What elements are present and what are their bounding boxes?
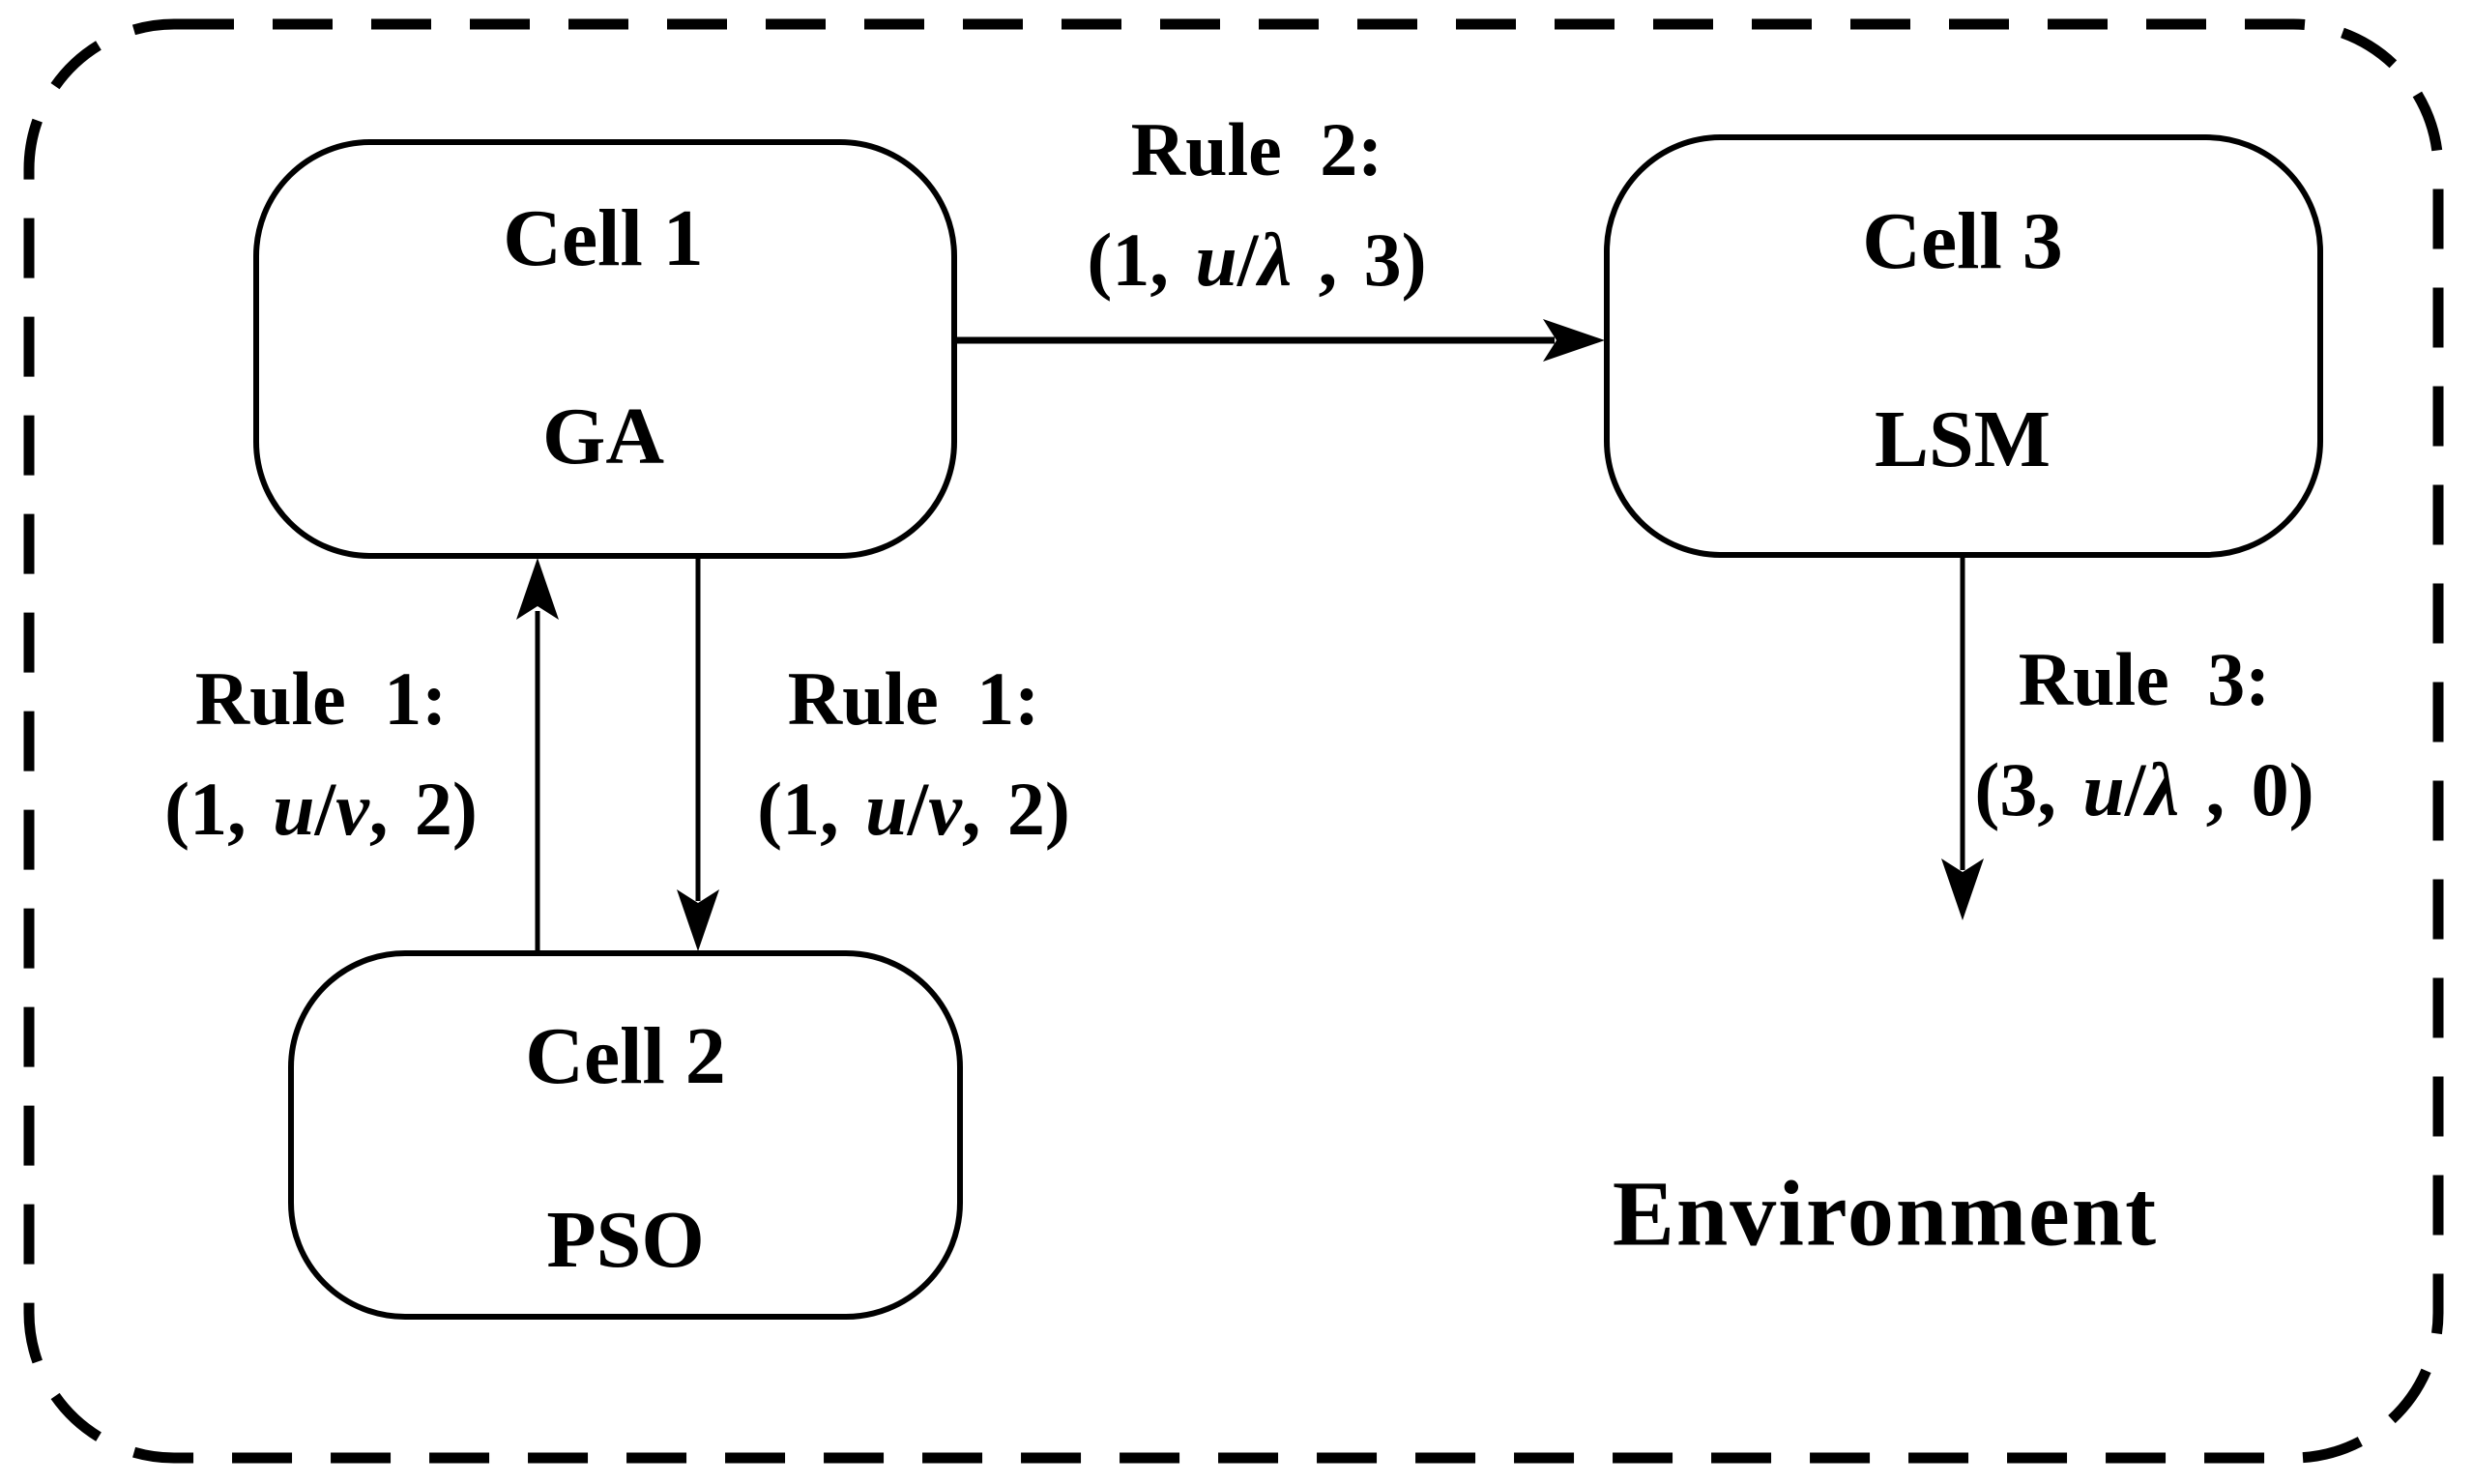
cell3-shape	[1604, 134, 2323, 558]
cell1-shape	[253, 139, 957, 559]
formula-slash: /	[314, 767, 336, 851]
formula-close: , 0)	[2179, 747, 2314, 831]
rule3-formula: (3, u/λ , 0)	[1974, 735, 2313, 845]
arrow-cell1-to-cell2	[677, 558, 719, 951]
rule2-title: Rule 2:	[1130, 107, 1383, 191]
formula-numerator: u	[865, 767, 908, 851]
formula-open: (1,	[757, 767, 866, 851]
cell2-shape	[288, 950, 963, 1320]
formula-close: , 3)	[1292, 218, 1427, 302]
rule3-title: Rule 3:	[2018, 637, 2271, 721]
formula-close: , 2)	[961, 767, 1070, 851]
cell2-algorithm: PSO	[546, 1195, 705, 1285]
cell3-title: Cell 3	[1862, 196, 2063, 286]
formula-denominator: v	[335, 767, 369, 851]
cell3-algorithm: LSM	[1874, 394, 2051, 484]
cell1-title: Cell 1	[503, 193, 704, 283]
cell2-title: Cell 2	[525, 1011, 726, 1101]
rule2-formula: (1, u/λ , 3)	[1087, 205, 1426, 315]
arrow-down-head-icon	[1941, 858, 1984, 920]
formula-numerator: u	[2082, 747, 2125, 831]
rule1-right-title: Rule 1:	[787, 656, 1040, 741]
rule1-left-label: Rule 1: (1, u/v, 2)	[164, 644, 478, 864]
formula-denominator: λ	[2145, 747, 2180, 831]
rule1-left-formula: (1, u/v, 2)	[164, 754, 478, 864]
rule2-label: Rule 2: (1, u/λ , 3)	[1087, 95, 1426, 315]
arrow-cell3-to-environment	[1941, 556, 1984, 920]
arrow-right-head-icon	[1543, 319, 1605, 362]
rule1-left-title: Rule 1:	[194, 656, 448, 741]
formula-open: (1,	[164, 767, 274, 851]
environment-border	[23, 18, 2444, 1464]
rule1-right-label: Rule 1: (1, u/v, 2)	[757, 644, 1070, 864]
formula-open: (3,	[1974, 747, 2083, 831]
rule3-label: Rule 3: (3, u/λ , 0)	[1974, 625, 2313, 845]
arrow-down-head-icon	[677, 889, 719, 951]
formula-slash: /	[2124, 747, 2146, 831]
formula-slash: /	[907, 767, 929, 851]
formula-close: , 2)	[368, 767, 478, 851]
formula-numerator: u	[273, 767, 315, 851]
formula-denominator: λ	[1258, 218, 1293, 302]
formula-denominator: v	[928, 767, 962, 851]
formula-numerator: u	[1195, 218, 1237, 302]
rule1-right-formula: (1, u/v, 2)	[757, 754, 1070, 864]
formula-open: (1,	[1087, 218, 1196, 302]
formula-slash: /	[1236, 218, 1259, 302]
cell1-algorithm: GA	[542, 392, 664, 481]
arrow-up-head-icon	[516, 558, 559, 620]
arrow-cell1-to-cell3	[954, 319, 1605, 362]
arrow-cell2-to-cell1	[516, 558, 559, 955]
environment-label: Environment	[1612, 1161, 2159, 1266]
